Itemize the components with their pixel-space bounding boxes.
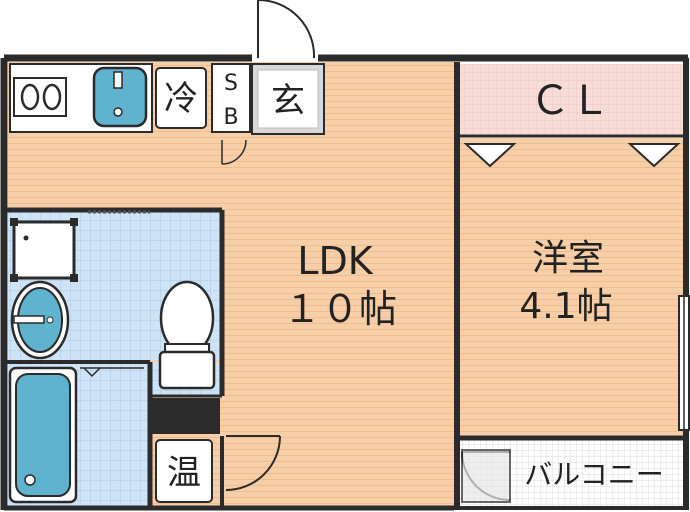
- toilet-icon: [158, 280, 216, 390]
- shoe-box-label-top: S: [224, 71, 238, 96]
- water-heater-label: 温: [167, 453, 201, 493]
- shoe-box-label-bottom: B: [223, 105, 238, 130]
- dark-niche: [152, 398, 220, 434]
- bath-door-mark: [80, 367, 144, 378]
- shoe-box: [211, 63, 251, 133]
- stove-icon: [13, 77, 67, 117]
- ldk-size: １０帖: [283, 287, 397, 331]
- wash-basin-icon: [10, 280, 70, 360]
- fridge-box: [155, 67, 207, 129]
- entrance-door: [257, 0, 316, 59]
- western-room-name: 洋室: [532, 238, 604, 279]
- outer-walls: [0, 54, 689, 511]
- interior-walls: [4, 62, 686, 508]
- western-room-size: 4.1帖: [519, 286, 612, 327]
- western-room-floor: [458, 138, 684, 438]
- entrance-inner: [257, 69, 319, 129]
- closet-doors: [463, 143, 681, 168]
- washing-machine-icon: [10, 218, 78, 282]
- balcony-door: [461, 449, 511, 503]
- kitchen-sink-icon: [92, 66, 148, 128]
- bath-entry-door: [225, 435, 281, 491]
- bathtub-icon: [8, 366, 78, 504]
- water-heater-box: [155, 439, 213, 503]
- closet-floor: [458, 64, 684, 136]
- window-right: [678, 295, 690, 431]
- shoe-box-door: [221, 139, 247, 165]
- balcony-label: バルコニー: [524, 458, 663, 491]
- fridge-label: 冷: [164, 79, 198, 119]
- ldk-name: LDK: [297, 239, 373, 283]
- closet-label: ＣＬ: [530, 78, 610, 124]
- entrance-label: 玄: [271, 81, 305, 121]
